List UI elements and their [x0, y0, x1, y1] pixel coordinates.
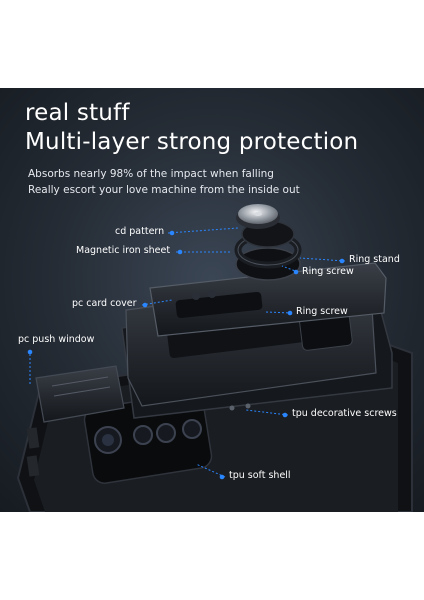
callout-pc-card-cover: pc card cover — [72, 298, 137, 309]
callout-ring-screw-2: Ring screw — [296, 306, 348, 317]
description-line-1: Absorbs nearly 98% of the impact when fa… — [28, 168, 274, 180]
subheadline: Multi-layer strong protection — [25, 129, 359, 155]
callout-ring-screw-1: Ring screw — [302, 266, 354, 277]
ring-assembly — [234, 204, 302, 281]
description-line-2: Really escort your love machine from the… — [28, 184, 300, 196]
product-banner: real stuff Multi-layer strong protection… — [0, 88, 424, 512]
pc-push-window-shape — [35, 365, 125, 423]
top-plate-shape — [149, 262, 387, 337]
callout-cd-pattern: cd pattern — [115, 226, 165, 237]
callout-magnetic-iron-sheet: Magnetic iron sheet — [76, 245, 171, 256]
callout-tpu-soft-shell: tpu soft shell — [229, 470, 291, 481]
callout-pc-push-window: pc push window — [18, 334, 95, 345]
headline: real stuff — [25, 100, 130, 126]
camera-module — [83, 392, 213, 484]
callout-ring-stand: Ring stand — [349, 254, 400, 265]
callout-dots — [27, 230, 345, 480]
callout-tpu-decorative-screws: tpu decorative screws — [292, 408, 397, 419]
exploded-case-illustration — [16, 204, 413, 512]
